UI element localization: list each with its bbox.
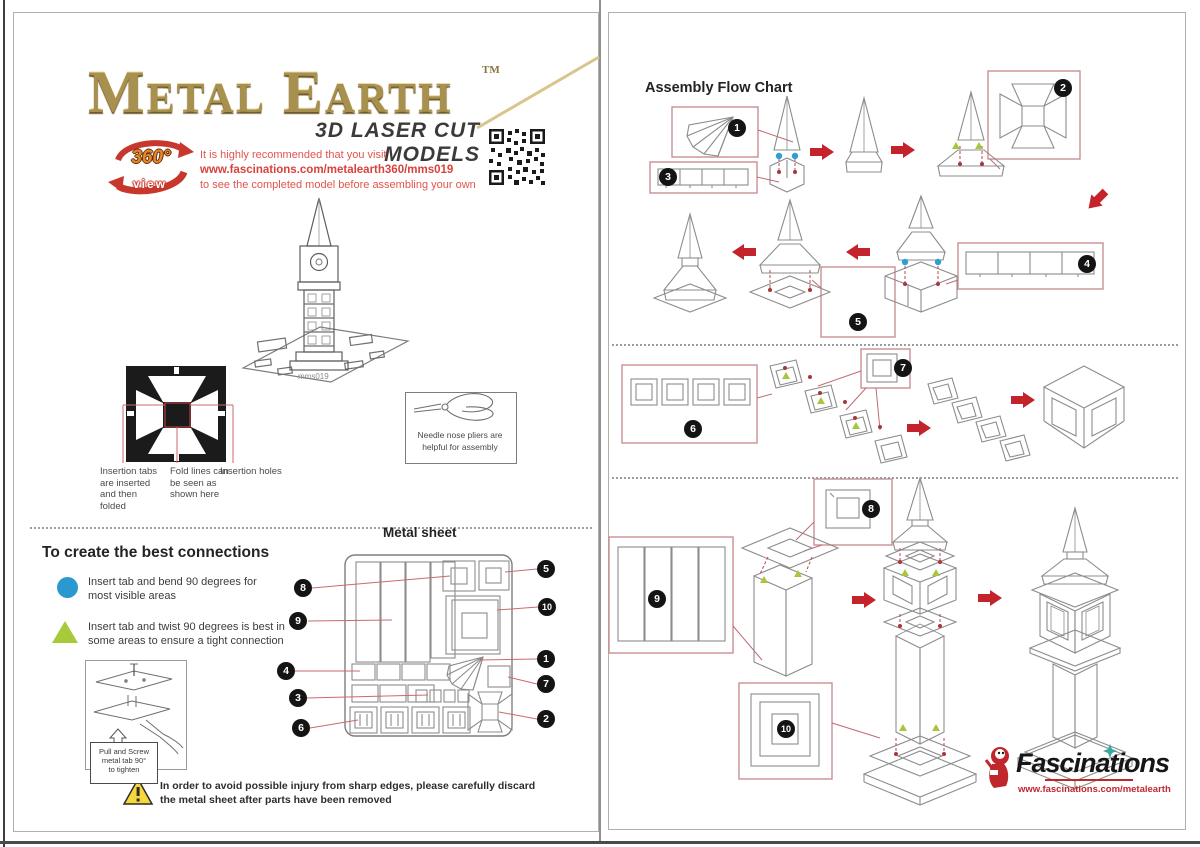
twist-marker-icon — [52, 621, 78, 643]
tool-note-line2: metal tab 90° — [101, 756, 147, 765]
flow-part-number-3: 3 — [659, 168, 677, 186]
sheet-part-number-2: 2 — [537, 710, 555, 728]
brand-logo-tm: TM — [482, 64, 500, 76]
connections-heading: To create the best connections — [42, 544, 270, 561]
intro-line-1: It is highly recommended that you visit — [200, 149, 387, 161]
warning-icon — [122, 777, 154, 805]
scan-bottom-edge — [0, 841, 1200, 844]
metal-sheet-heading: Metal sheet — [383, 525, 457, 540]
flow-part-number-5: 5 — [849, 313, 867, 331]
pliers-note-line1: Needle nose pliers are — [417, 430, 503, 440]
tool-note-line3: to tighten — [108, 765, 140, 774]
tool-note-line1: Pull and Screw — [98, 747, 150, 756]
brand-tagline-rule — [1045, 779, 1133, 781]
sheet-part-number-8: 8 — [294, 579, 312, 597]
flow-part-number-6: 6 — [684, 420, 702, 438]
brand-mascot-icon — [984, 747, 1009, 788]
insertion-tab-diagram — [122, 366, 234, 463]
flow-part-number-8: 8 — [862, 500, 880, 518]
label-insertion-holes: Insertion holes — [220, 466, 282, 477]
badge360-value: 360° — [131, 147, 171, 168]
brand-tagline: 3D LASER CUT MODELS — [315, 119, 480, 166]
bigben-model-illustration — [241, 197, 410, 383]
flow-part-number-10: 10 — [777, 720, 795, 738]
scan-left-edge — [3, 0, 5, 847]
right-separator-1 — [612, 344, 1178, 346]
sheet-part-number-4: 4 — [277, 662, 295, 680]
intro-line-3: to see the completed model before assemb… — [200, 179, 476, 191]
sheet-part-number-7: 7 — [537, 675, 555, 693]
bend-marker-icon — [57, 577, 78, 598]
sheet-part-number-1: 1 — [537, 650, 555, 668]
badge360-icon — [108, 140, 194, 195]
metal-sheet-diagram — [295, 554, 539, 737]
brand-logo: Metal Earth — [88, 59, 453, 125]
tool-note-box: Pull and Screw metal tab 90° to tighten — [90, 742, 158, 784]
right-separator-2 — [612, 477, 1178, 479]
pliers-icon — [413, 393, 494, 421]
flowchart-heading: Assembly Flow Chart — [645, 80, 793, 96]
flow-part-number-2: 2 — [1054, 79, 1072, 97]
sheet-part-number-10: 10 — [538, 598, 556, 616]
warning-text: In order to avoid possible injury from s… — [160, 780, 536, 806]
flow-part-number-7: 7 — [894, 359, 912, 377]
intro-url: www.fascinations.com/metalearth360/mms01… — [200, 164, 454, 176]
pliers-note-box — [405, 392, 517, 464]
twist-marker-icons — [760, 142, 983, 731]
gold-beam-line — [476, 55, 600, 130]
tip-bend-text: Insert tab and bend 90 degrees for most … — [88, 576, 257, 602]
bend-marker-icons — [775, 152, 942, 266]
brand-url: www.fascinations.com/metalearth — [1018, 784, 1171, 795]
brand-sparkle-icon — [1103, 744, 1117, 758]
label-insertion-tabs: Insertion tabs are inserted and then fol… — [100, 466, 158, 512]
sheet-part-number-6: 6 — [292, 719, 310, 737]
sheet-part-number-9: 9 — [289, 612, 307, 630]
flow-part-number-4: 4 — [1078, 255, 1096, 273]
qr-code-icon — [489, 129, 545, 185]
flowchart-art — [608, 70, 1134, 806]
page-divider — [599, 0, 601, 841]
label-fold-lines: Fold lines can be seen as shown here — [170, 466, 229, 500]
flow-part-number-9: 9 — [648, 590, 666, 608]
pliers-note-line2: helpful for assembly — [422, 442, 498, 452]
left-separator — [30, 527, 592, 529]
right-page-frame — [608, 12, 1186, 830]
flow-arrows — [732, 142, 1109, 608]
model-code: mms019 — [298, 372, 329, 381]
tip-twist-text: Insert tab and twist 90 degrees is best … — [88, 621, 285, 647]
brand-name: Fascinations — [1016, 748, 1170, 778]
badge360-label: view — [132, 177, 167, 191]
sheet-part-number-3: 3 — [289, 689, 307, 707]
sheet-part-number-5: 5 — [537, 560, 555, 578]
left-page-frame — [13, 12, 599, 832]
flow-part-number-1: 1 — [728, 119, 746, 137]
